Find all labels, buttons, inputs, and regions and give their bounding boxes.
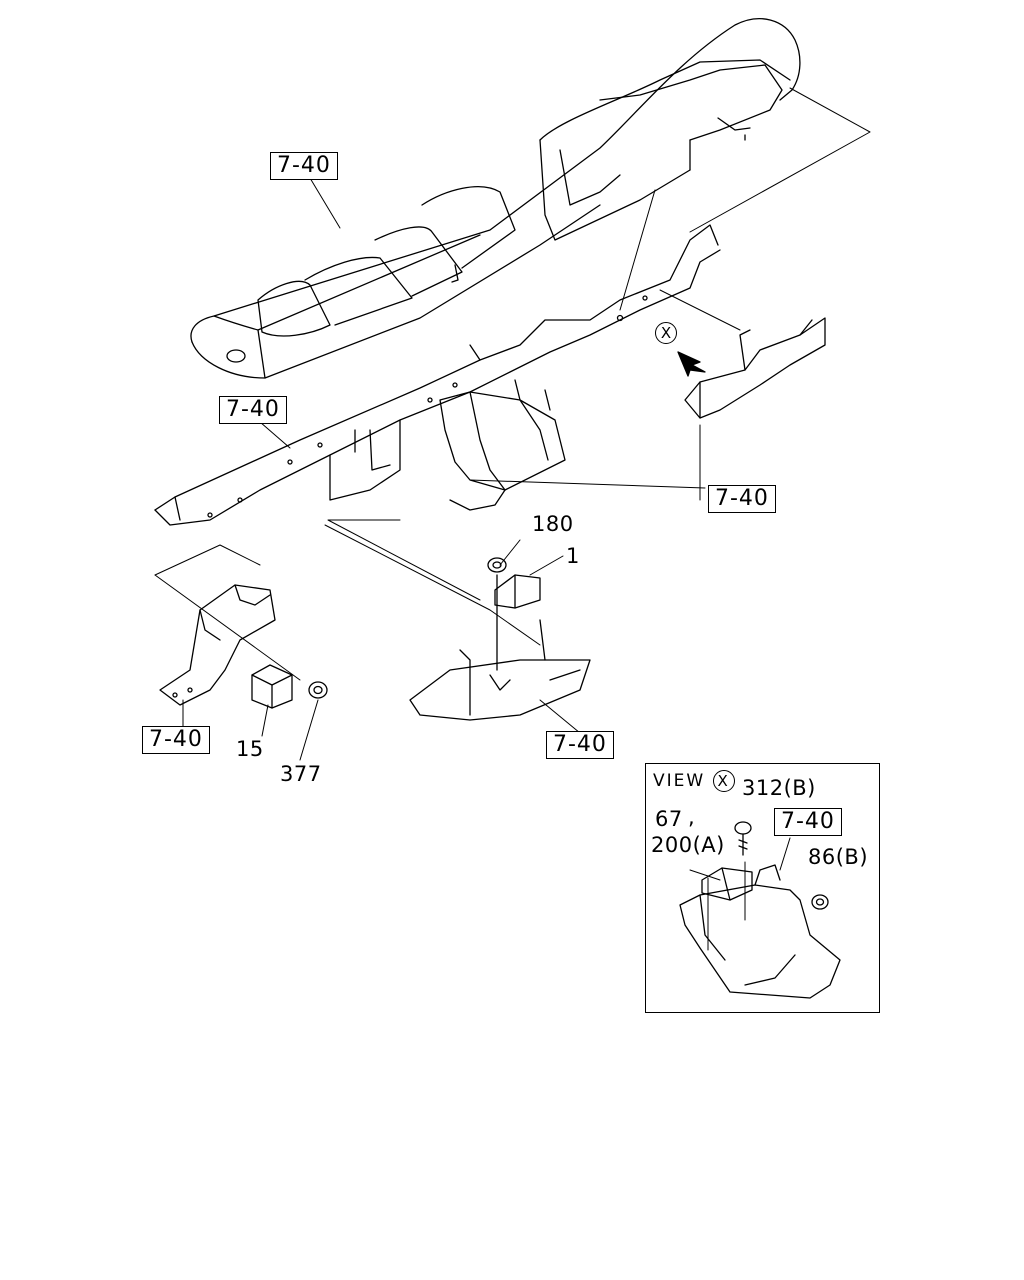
view-direction-arrow <box>677 351 706 377</box>
sensor-unit-1 <box>494 574 541 609</box>
callout-comma: , <box>688 805 696 829</box>
view-title: VIEW X <box>653 770 735 792</box>
callout-377: 377 <box>280 762 322 786</box>
callout-86b: 86(B) <box>808 845 869 869</box>
center-stay <box>439 379 566 511</box>
view-leader <box>689 837 791 951</box>
view-title-marker: X <box>712 770 735 792</box>
ref-box-view-bracket: 7-40 <box>774 808 842 836</box>
view-bracket <box>679 864 841 999</box>
callout-67: 67 <box>655 807 683 831</box>
view-x-marker: X <box>655 322 677 344</box>
instrument-panel <box>190 18 801 379</box>
right-bracket <box>684 317 826 419</box>
control-unit-67 <box>701 867 753 901</box>
nut-86b <box>811 894 829 910</box>
control-unit-15 <box>251 664 293 709</box>
callout-200a: 200(A) <box>651 833 725 857</box>
ref-box-cross-member: 7-40 <box>219 396 287 424</box>
ref-box-left-bracket: 7-40 <box>142 726 210 754</box>
view-x-inset <box>645 763 880 1013</box>
leader-lines <box>154 87 871 761</box>
bolt-312b <box>734 821 752 856</box>
nut-377 <box>308 681 328 699</box>
view-x-circle: X <box>655 322 677 344</box>
ref-box-right-bracket: 7-40 <box>708 485 776 513</box>
nut-180 <box>487 557 507 573</box>
ref-box-center-bracket: 7-40 <box>546 731 614 759</box>
ref-box-instrument-panel: 7-40 <box>270 152 338 180</box>
callout-312b: 312(B) <box>742 776 816 800</box>
center-bracket <box>409 619 591 721</box>
callout-180: 180 <box>532 512 574 536</box>
cross-member <box>154 224 721 526</box>
left-bracket <box>159 584 276 706</box>
callout-15: 15 <box>236 737 264 761</box>
callout-1: 1 <box>566 544 580 568</box>
view-title-label: VIEW <box>653 771 706 791</box>
